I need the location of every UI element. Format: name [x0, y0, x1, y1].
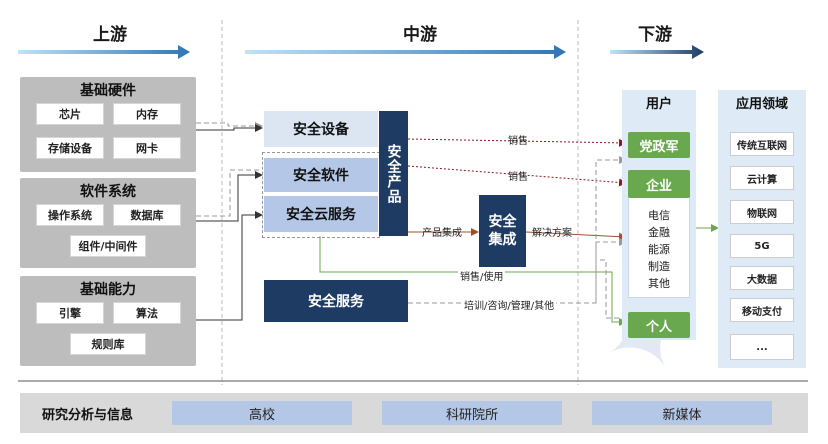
sales-use-label: 销售/使用: [458, 268, 506, 283]
research-new-media: 新媒体: [592, 401, 772, 425]
research-bar: 研究分析与信息 高校 科研院所 新媒体: [20, 393, 808, 433]
research-title: 研究分析与信息: [42, 408, 134, 423]
product-integration-label: 产品集成: [422, 228, 462, 239]
individual-box: 个人: [628, 312, 690, 338]
sales-label-2: 销售: [508, 172, 528, 183]
training-label: 培训/咨询/管理/其他: [462, 297, 557, 312]
software-group: 软件系统 操作系统 数据库 组件/中间件: [20, 178, 196, 268]
hardware-title: 基础硬件: [80, 83, 136, 99]
midstream-arrow: [245, 45, 566, 59]
sector-other: 其他: [648, 277, 670, 290]
app-bigdata: 大数据: [730, 266, 794, 290]
sales-label-1: 销售: [508, 136, 528, 147]
capability-group: 基础能力 引擎 算法 规则库: [20, 276, 196, 366]
downstream-arrow: [610, 45, 704, 59]
government-box: 党政军: [628, 132, 690, 158]
security-cloud-box: 安全云服务: [264, 196, 378, 232]
app-more: ...: [730, 334, 794, 360]
enterprise-box: 企业 电信 金融 能源 制造 其他: [628, 170, 690, 298]
security-integration-box: 安全集成: [479, 195, 526, 267]
app-iot: 物联网: [730, 200, 794, 224]
sector-energy: 能源: [648, 243, 670, 256]
software-title: 软件系统: [80, 184, 136, 200]
users-title: 用户: [645, 97, 672, 112]
middleware-item: 组件/中间件: [70, 235, 146, 257]
upstream-header: 上游: [93, 25, 127, 45]
app-cloud: 云计算: [730, 166, 794, 190]
research-university: 高校: [172, 401, 352, 425]
algorithm-item: 算法: [113, 302, 181, 324]
sector-manufacturing: 制造: [648, 260, 670, 273]
memory-item: 内存: [113, 103, 181, 125]
applications-title: 应用领域: [735, 97, 788, 112]
downstream-header: 下游: [638, 25, 672, 45]
security-products-box: 安全产品: [379, 111, 408, 236]
users-column: 用户 党政军 企业 电信 金融 能源 制造 其他 个人: [622, 90, 696, 340]
solution-label: 解决方案: [532, 228, 572, 239]
capability-title: 基础能力: [80, 282, 136, 298]
rule-library-item: 规则库: [70, 333, 146, 355]
storage-item: 存储设备: [36, 137, 104, 159]
hardware-group: 基础硬件 芯片 内存 存储设备 网卡: [20, 77, 196, 172]
enterprise-header: 企业: [628, 170, 690, 198]
enterprise-sectors: 电信 金融 能源 制造 其他: [629, 207, 689, 292]
app-mobile-pay: 移动支付: [730, 298, 794, 322]
engine-item: 引擎: [36, 302, 104, 324]
security-software-box: 安全软件: [264, 158, 378, 192]
app-5g: 5G: [730, 234, 794, 258]
nic-item: 网卡: [113, 137, 181, 159]
sector-finance: 金融: [648, 226, 670, 239]
security-service-box: 安全服务: [264, 280, 408, 322]
os-item: 操作系统: [36, 204, 104, 226]
midstream-header: 中游: [403, 25, 437, 45]
database-item: 数据库: [113, 204, 181, 226]
security-device-box: 安全设备: [264, 111, 378, 147]
research-institute: 科研院所: [382, 401, 562, 425]
app-internet: 传统互联网: [730, 132, 794, 156]
applications-column: 应用领域 传统互联网 云计算 物联网 5G 大数据 移动支付 ...: [718, 90, 806, 368]
chip-item: 芯片: [36, 103, 104, 125]
upstream-arrow: [18, 45, 190, 59]
sector-telecom: 电信: [648, 209, 670, 222]
